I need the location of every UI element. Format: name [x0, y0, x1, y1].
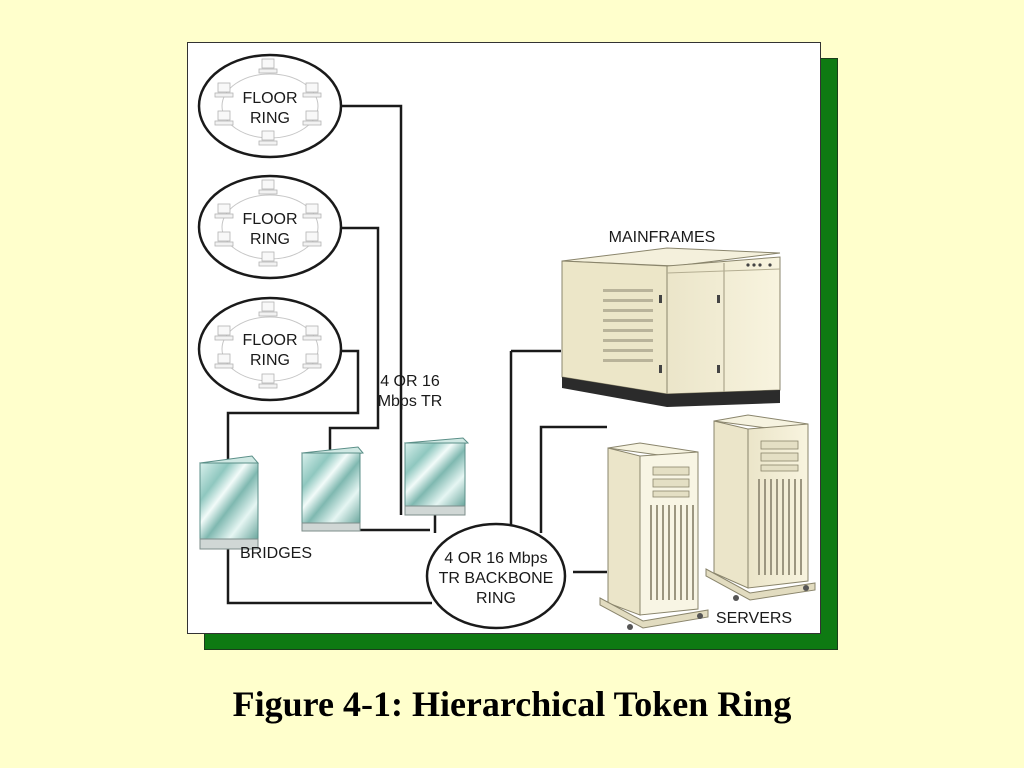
backbone-label-line3: RING [476, 590, 516, 607]
bridges-label: BRIDGES [240, 545, 312, 562]
floor-ring-3: FLOOR RING [197, 296, 343, 402]
servers-label: SERVERS [716, 610, 792, 627]
floor-ring-1-label-line1: FLOOR [242, 90, 297, 107]
floor-ring-2-label-line2: RING [250, 231, 290, 248]
backbone-ring: 4 OR 16 Mbps TR BACKBONE RING [425, 522, 567, 630]
floor-ring-1: FLOOR RING [197, 53, 343, 159]
figure-caption: Figure 4-1: Hierarchical Token Ring [232, 684, 792, 724]
backbone-label-line2: TR BACKBONE [439, 570, 554, 587]
link-speed-label-line1: 4 OR 16 [380, 373, 440, 390]
bridge-1 [199, 455, 259, 550]
floor-ring-3-label-line2: RING [250, 352, 290, 369]
mainframes: MAINFRAMES [561, 229, 781, 407]
floor-ring-2-label-line1: FLOOR [242, 211, 297, 228]
token-ring-diagram: FLOOR RING FLOOR RING [197, 53, 816, 630]
backbone-label-line1: 4 OR 16 Mbps [444, 550, 547, 567]
link-floor3-backbone [226, 349, 432, 605]
server-1 [599, 442, 709, 630]
link-floor1-bridge3 [341, 104, 403, 515]
floor-ring-2: FLOOR RING [197, 174, 343, 280]
floor-ring-1-label-line2: RING [250, 110, 290, 127]
bridge-2 [301, 446, 364, 532]
mainframes-label: MAINFRAMES [609, 229, 716, 246]
diagram-panel: FLOOR RING FLOOR RING [187, 42, 821, 634]
floor-ring-3-label-line1: FLOOR [242, 332, 297, 349]
server-2 [705, 414, 816, 601]
link-speed-label-line2: Mbps TR [378, 393, 443, 410]
bridge-3 [403, 437, 470, 516]
